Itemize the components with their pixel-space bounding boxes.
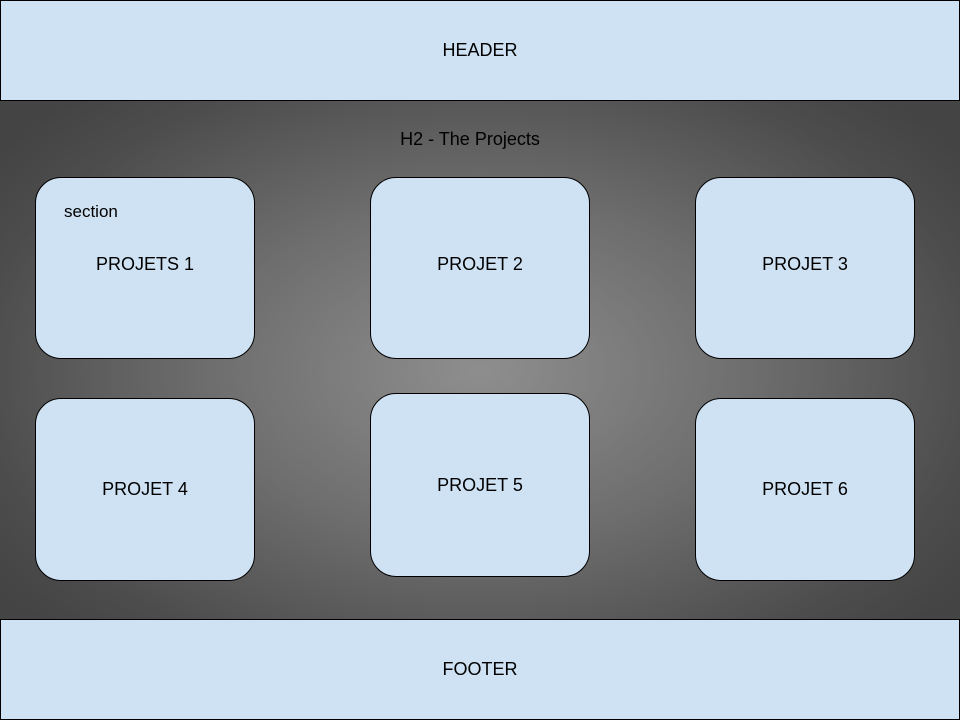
project-label-1: PROJETS 1	[95, 253, 195, 274]
project-box-4: PROJET 4	[35, 398, 255, 581]
project-box-3: PROJET 3	[695, 177, 915, 359]
footer-block: FOOTER	[0, 619, 960, 720]
project-label-4: PROJET 4	[102, 479, 188, 499]
project-label-5: PROJET 5	[437, 474, 523, 495]
section-label: section	[64, 202, 118, 221]
project-box-1: PROJETS 1	[35, 177, 255, 359]
project-label-6: PROJET 6	[762, 479, 848, 499]
project-label-3: PROJET 3	[762, 253, 848, 274]
project-box-6: PROJET 6	[695, 398, 915, 581]
header-block: HEADER	[0, 0, 960, 101]
footer-label: FOOTER	[442, 659, 518, 679]
project-label-2: PROJET 2	[437, 253, 523, 274]
header-label: HEADER	[442, 40, 518, 60]
projects-heading: H2 - The Projects	[400, 129, 540, 149]
project-box-2: PROJET 2	[370, 177, 590, 359]
project-box-5: PROJET 5	[370, 393, 590, 577]
